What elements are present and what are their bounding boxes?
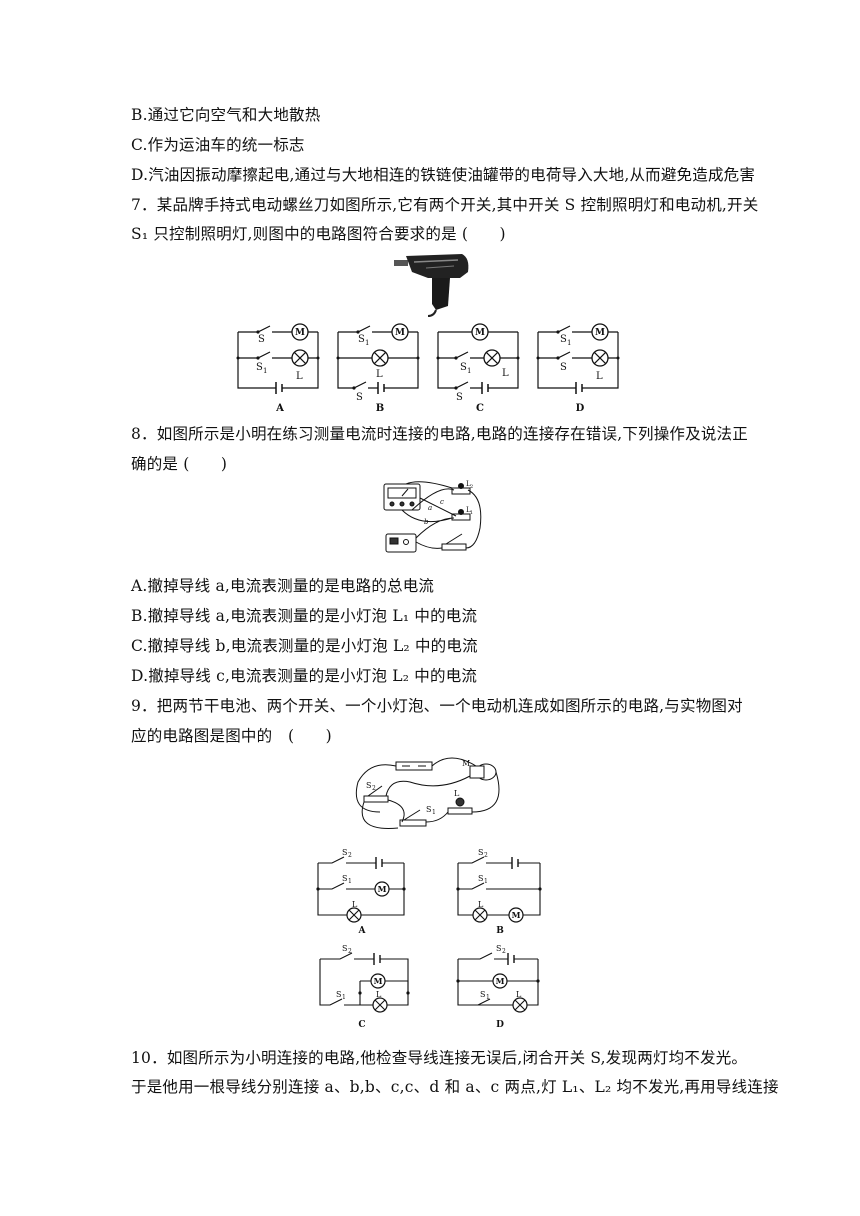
q7-caption-b: B <box>376 403 384 414</box>
svg-text:c: c <box>440 498 444 506</box>
svg-text:L: L <box>478 900 484 909</box>
svg-text:S: S <box>426 805 431 814</box>
question-8-line-1: 8．如图所示是小明在练习测量电流时连接的电路,电路的连接存在错误,下列操作及说法… <box>131 425 748 443</box>
q8-option-c: C.撤掉导线 b,电流表测量的是小灯泡 L₂ 中的电流 <box>131 637 478 655</box>
svg-text:M: M <box>378 884 387 894</box>
q7-caption-c: C <box>476 403 484 414</box>
svg-text:L: L <box>502 368 509 379</box>
svg-text:L: L <box>376 990 382 999</box>
svg-text:M: M <box>595 328 605 338</box>
q8-option-d: D.撤掉导线 c,电流表测量的是小灯泡 L₂ 中的电流 <box>131 667 478 685</box>
svg-text:S: S <box>560 362 567 373</box>
screwdriver-image <box>394 254 469 317</box>
svg-text:S: S <box>342 848 347 857</box>
q9-caption-a: A <box>358 926 367 936</box>
svg-text:M: M <box>374 976 383 986</box>
svg-text:1: 1 <box>484 878 488 885</box>
svg-text:1: 1 <box>342 994 346 1001</box>
svg-text:M: M <box>295 328 305 338</box>
svg-text:1: 1 <box>365 339 369 347</box>
svg-text:M: M <box>395 328 405 338</box>
svg-text:S: S <box>460 362 467 373</box>
svg-text:S: S <box>480 990 485 999</box>
svg-text:a: a <box>428 504 432 512</box>
q9-caption-b: B <box>496 926 504 936</box>
option-b-line: B.通过它向空气和大地散热 <box>131 106 321 124</box>
svg-text:1: 1 <box>432 809 436 816</box>
svg-text:2: 2 <box>348 852 352 859</box>
svg-text:L: L <box>466 506 471 514</box>
svg-text:S: S <box>366 781 371 790</box>
q7-caption-a: A <box>275 403 284 414</box>
option-c-line: C.作为运油车的统一标志 <box>131 136 305 154</box>
svg-text:1: 1 <box>263 367 267 375</box>
svg-text:S: S <box>342 874 347 883</box>
svg-text:1: 1 <box>486 994 490 1001</box>
svg-text:1: 1 <box>567 339 571 347</box>
question-7-line-1: 7．某品牌手持式电动螺丝刀如图所示,它有两个开关,其中开关 S 控制照明灯和电动… <box>131 196 759 214</box>
svg-text:1: 1 <box>467 367 471 375</box>
svg-text:S: S <box>478 848 483 857</box>
svg-text:S: S <box>456 392 463 403</box>
question-9-line-1: 9．把两节干电池、两个开关、一个小灯泡、一个电动机连成如图所示的电路,与实物图对 <box>131 697 743 715</box>
svg-text:S: S <box>560 334 567 345</box>
svg-text:2: 2 <box>484 852 488 859</box>
svg-text:M: M <box>462 759 470 768</box>
svg-text:M: M <box>512 910 521 920</box>
q8-option-a: A.撤掉导线 a,电流表测量的是电路的总电流 <box>131 577 435 595</box>
svg-text:S: S <box>256 362 263 373</box>
option-d-line: D.汽油因振动摩擦起电,通过与大地相连的铁链使油罐带的电荷导入大地,从而避免造成… <box>131 166 756 184</box>
question-10-line-2: 于是他用一根导线分别连接 a、b,b、c,c、d 和 a、c 两点,灯 L₁、L… <box>131 1078 779 1096</box>
q9-caption-d: D <box>496 1020 504 1030</box>
q8-option-b: B.撤掉导线 a,电流表测量的是小灯泡 L₁ 中的电流 <box>131 607 478 625</box>
svg-text:2: 2 <box>372 785 376 792</box>
svg-text:S: S <box>478 874 483 883</box>
svg-text:L: L <box>516 990 522 999</box>
svg-text:S: S <box>336 990 341 999</box>
question-8-line-2: 确的是 ( ) <box>131 455 228 473</box>
svg-text:S: S <box>356 392 363 403</box>
svg-text:L: L <box>352 900 358 909</box>
q9-caption-c: C <box>358 1020 365 1030</box>
svg-text:S: S <box>496 944 501 953</box>
svg-text:S: S <box>258 334 265 345</box>
svg-text:2: 2 <box>502 948 506 955</box>
svg-text:L: L <box>466 480 471 488</box>
svg-text:M: M <box>496 976 505 986</box>
svg-text:b: b <box>424 518 429 526</box>
svg-text:1: 1 <box>470 510 473 516</box>
svg-text:L: L <box>454 789 460 798</box>
question-9-line-2: 应的电路图是图中的 ( ) <box>131 727 332 745</box>
question-10-line-1: 10．如图所示为小明连接的电路,他检查导线连接无误后,闭合开关 S,发现两灯均不… <box>131 1049 748 1067</box>
svg-text:S: S <box>358 334 365 345</box>
svg-text:L: L <box>376 369 383 380</box>
q7-caption-d: D <box>576 403 585 414</box>
svg-text:M: M <box>475 328 485 338</box>
svg-text:2: 2 <box>348 948 352 955</box>
svg-text:S: S <box>342 944 347 953</box>
svg-text:L: L <box>296 371 303 382</box>
svg-text:1: 1 <box>348 878 352 885</box>
svg-text:2: 2 <box>470 484 473 490</box>
svg-text:L: L <box>596 371 603 382</box>
question-7-line-2: S₁ 只控制照明灯,则图中的电路图符合要求的是 ( ) <box>131 225 506 243</box>
